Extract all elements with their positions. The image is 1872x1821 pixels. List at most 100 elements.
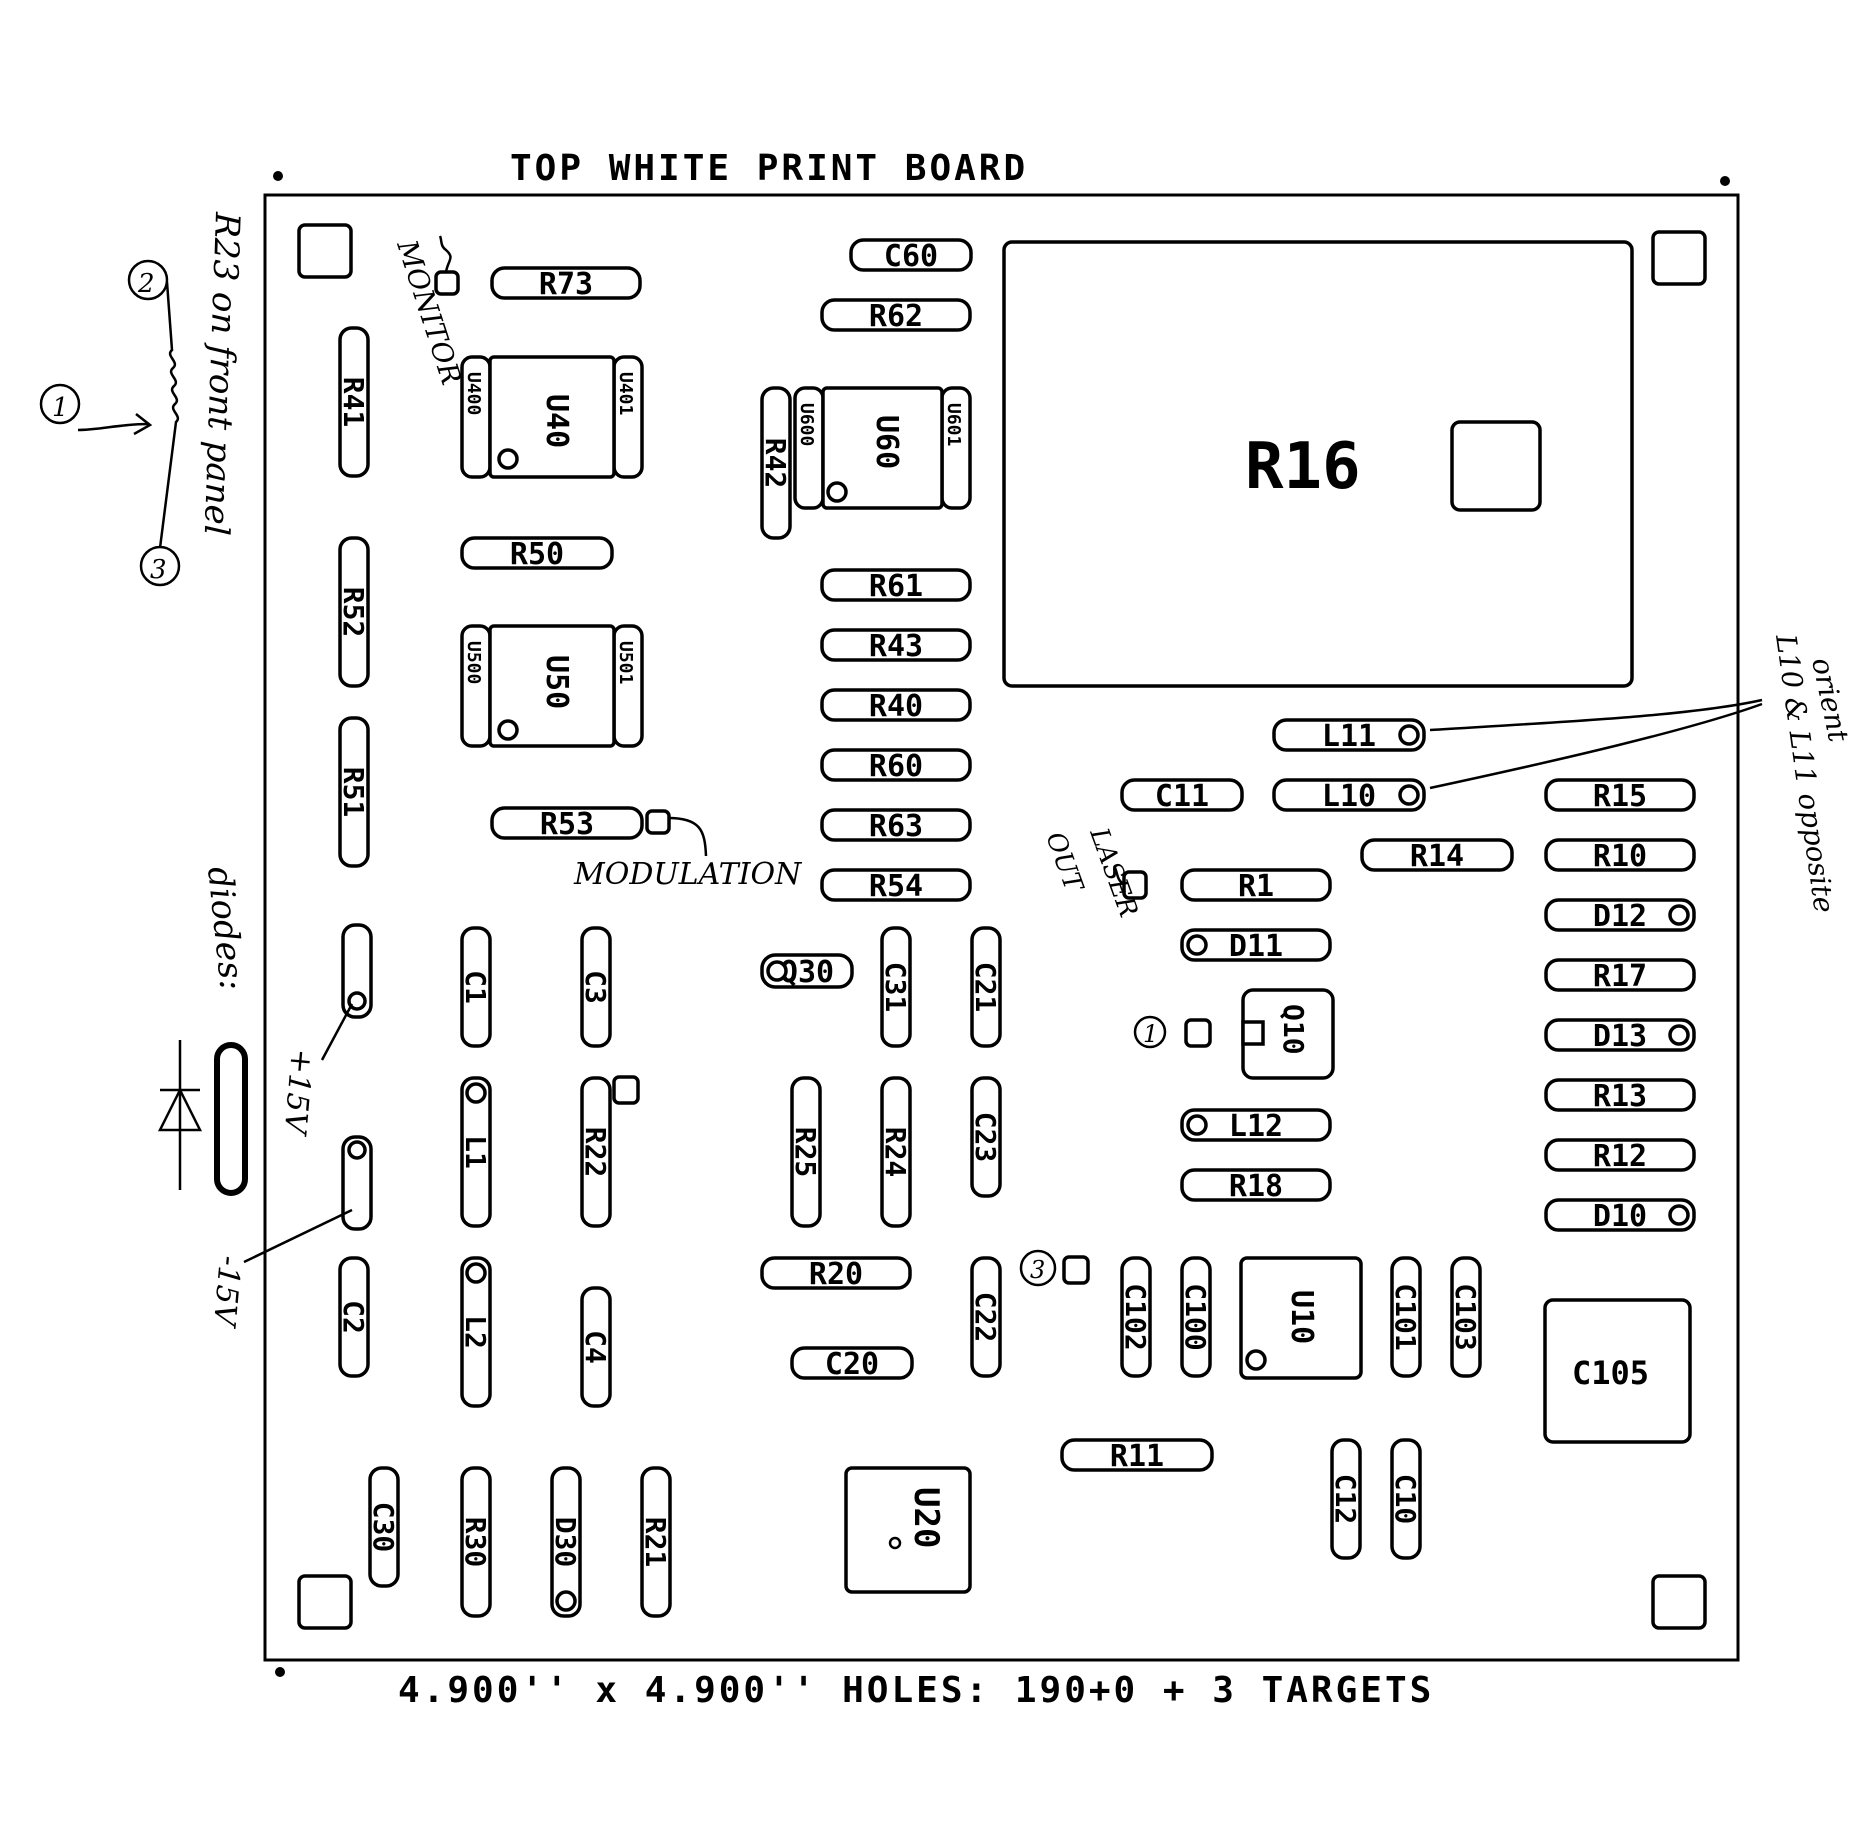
body-r41 xyxy=(338,326,370,478)
pad-d11 xyxy=(1186,934,1208,956)
component-c10: C10 xyxy=(1389,1438,1422,1560)
component-c2: C2 xyxy=(337,1256,370,1378)
r16-outline xyxy=(1002,240,1634,688)
body-l2 xyxy=(460,1256,492,1408)
component-c1: C1 xyxy=(459,926,492,1048)
component-c103: C103 xyxy=(1449,1256,1482,1378)
component-r17: R17 xyxy=(1544,958,1696,994)
component-c20: C20 xyxy=(790,1346,914,1382)
label-r60: R60 xyxy=(869,749,923,784)
body-c102 xyxy=(1120,1256,1152,1378)
component-d12: D12 xyxy=(1544,898,1696,934)
body-r20 xyxy=(760,1256,912,1290)
body-d12 xyxy=(1544,898,1696,932)
label-r24: R24 xyxy=(879,1127,912,1178)
r23-note: R23 on front panel xyxy=(196,211,247,537)
pin2-circle xyxy=(127,259,169,301)
label-d13: D13 xyxy=(1593,1019,1647,1054)
body-d13 xyxy=(1544,1018,1696,1052)
body-r50 xyxy=(460,536,614,570)
pin3-label: 3 xyxy=(150,555,167,585)
ic-u10: U10 xyxy=(1239,1256,1363,1380)
component-r13: R13 xyxy=(1544,1078,1696,1114)
component-r1: R1 xyxy=(1180,868,1332,904)
label-u60: U60 xyxy=(869,415,904,469)
body-c103 xyxy=(1450,1256,1482,1378)
diode-15v xyxy=(341,923,373,1019)
label-r40: R40 xyxy=(869,689,923,724)
component-r14: R14 xyxy=(1360,838,1514,874)
ic-u40: U40 U400 U401 xyxy=(460,355,644,479)
body-c100 xyxy=(1180,1256,1212,1378)
component-r15: R15 xyxy=(1544,778,1696,814)
wiper-arrowhead xyxy=(133,413,153,436)
label-c101: C101 xyxy=(1389,1283,1422,1350)
body-r43 xyxy=(820,628,972,662)
label-l12: L12 xyxy=(1229,1109,1283,1144)
component-l2: L2 xyxy=(459,1256,492,1408)
component-r53: R53 xyxy=(490,806,644,842)
label-d11: D11 xyxy=(1229,929,1283,964)
body-c20 xyxy=(790,1346,914,1380)
body-r53 xyxy=(490,806,644,840)
body-r18 xyxy=(1180,1168,1332,1202)
laser-out-pad xyxy=(1122,870,1148,900)
label-r11: R11 xyxy=(1110,1439,1164,1474)
body-l12 xyxy=(1180,1108,1332,1142)
hole3-circle xyxy=(1019,1249,1057,1287)
label-d30: D30 xyxy=(549,1517,582,1568)
component-r54: R54 xyxy=(820,868,972,904)
component-l10: L10 xyxy=(1272,778,1426,814)
pad-d12 xyxy=(1668,904,1690,926)
board-footer: 4.900'' x 4.900'' HOLES: 190+0 + 3 TARGE… xyxy=(398,1670,1434,1711)
pad-q30 xyxy=(766,960,788,982)
label-r22: R22 xyxy=(579,1127,612,1178)
component-d30: D30 xyxy=(549,1466,582,1618)
label-c30: C30 xyxy=(367,1502,400,1553)
mounting-pad xyxy=(1651,1574,1707,1630)
label-r30: R30 xyxy=(459,1517,492,1568)
body-r51 xyxy=(338,716,370,868)
body-c31 xyxy=(880,926,912,1048)
hole1-label: 1 xyxy=(1143,1020,1158,1048)
diode-drawn xyxy=(214,1042,248,1196)
component-c102: C102 xyxy=(1119,1256,1152,1378)
monitor-leader xyxy=(438,235,452,273)
body-q30 xyxy=(760,953,854,989)
diode-symbol xyxy=(157,1087,203,1132)
component-l12: L12 xyxy=(1180,1108,1332,1144)
plus15-leader xyxy=(320,1003,354,1061)
body-r17 xyxy=(1544,958,1696,992)
component-r62: R62 xyxy=(820,298,972,334)
board-title: TOP WHITE PRINT BOARD xyxy=(510,148,1028,189)
pin1-circle xyxy=(39,383,81,425)
out-label: OUT xyxy=(1039,828,1088,897)
label-r16: R16 xyxy=(1245,430,1361,504)
pad-3 xyxy=(1062,1255,1090,1285)
label-r51: R51 xyxy=(337,767,370,818)
body-r30 xyxy=(460,1466,492,1618)
passive-components: R73C60R62R41R42R50R52R61R43R40R60R63R54R… xyxy=(337,238,1696,1618)
component-r12: R12 xyxy=(1544,1138,1696,1174)
label-r21: R21 xyxy=(639,1517,672,1568)
pad-d13 xyxy=(1668,1024,1690,1046)
body-c10 xyxy=(1390,1438,1422,1560)
component-c31: C31 xyxy=(879,926,912,1048)
body-c1 xyxy=(460,926,492,1048)
component-r20: R20 xyxy=(760,1256,912,1292)
pad-d10 xyxy=(1668,1204,1690,1226)
body-r14 xyxy=(1360,838,1514,872)
label-c100: C100 xyxy=(1179,1283,1212,1350)
label-u401: U401 xyxy=(615,372,636,415)
component-q30: Q30 xyxy=(760,953,854,990)
component-c3: C3 xyxy=(579,926,612,1048)
label-r73: R73 xyxy=(539,267,593,302)
pad-l2 xyxy=(465,1262,487,1284)
r16-pad xyxy=(1450,420,1542,512)
u20-outline xyxy=(844,1466,972,1594)
body-c101 xyxy=(1390,1256,1422,1378)
body-r21 xyxy=(640,1466,672,1618)
label-u600: U600 xyxy=(796,403,817,446)
component-d13: D13 xyxy=(1544,1018,1696,1054)
